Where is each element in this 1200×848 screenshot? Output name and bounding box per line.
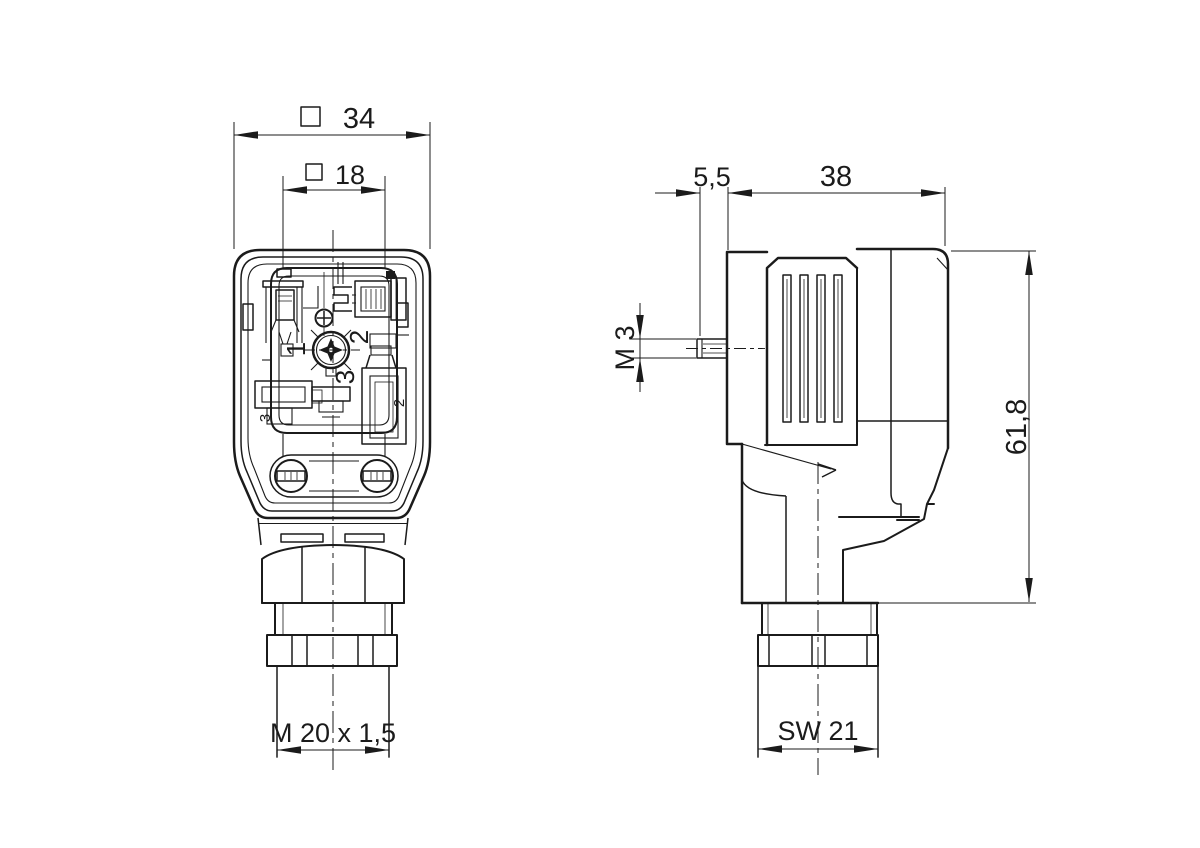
dimension-pin-thread: M 3	[610, 303, 696, 392]
side-ribbed-block	[764, 256, 859, 447]
front-gland-nut	[266, 634, 398, 667]
dimensions: 34 18 M 20 x 1,5 5,5 38	[233, 103, 1036, 758]
front-view: 1 2 3 2 3	[232, 230, 432, 775]
terminal-number-3-small: 3	[257, 414, 274, 422]
terminal-number-2: 2	[344, 330, 374, 344]
fixing-screws	[269, 434, 399, 498]
housing-side-tab-left	[242, 303, 254, 331]
dim-height-value: 61,8	[1001, 399, 1033, 455]
square-symbol-icon	[300, 106, 321, 127]
fixing-screw-left	[274, 459, 308, 493]
collar-slot-left	[280, 533, 324, 543]
side-rear-block	[838, 247, 950, 604]
square-symbol-icon	[305, 163, 323, 181]
dim-pin-protrusion-value: 5,5	[693, 162, 731, 192]
dimension-front-inner: 18	[282, 160, 386, 268]
vent-ribs	[782, 274, 843, 423]
dim-depth-value: 38	[820, 161, 852, 193]
leader-arrow-icon	[817, 463, 837, 478]
dim-pin-thread-value: M 3	[610, 325, 640, 370]
leader-line	[741, 443, 832, 470]
front-gland	[257, 517, 409, 757]
side-flange	[725, 250, 769, 446]
dimension-height: 61,8	[878, 250, 1036, 604]
collar-slot-right	[344, 533, 385, 543]
dim-front-inner-value: 18	[335, 160, 365, 190]
dim-front-outer-value: 34	[343, 103, 375, 135]
dimension-wrench-size: SW 21	[757, 716, 879, 758]
fixing-screw-right	[360, 459, 394, 493]
dimension-depth: 38	[727, 161, 946, 250]
dim-wrench-size-value: SW 21	[777, 716, 858, 746]
terminal-number-2-small: 2	[391, 399, 408, 407]
side-view	[686, 247, 950, 775]
dimension-pin-protrusion: 5,5	[655, 162, 731, 336]
pin-m3	[686, 338, 765, 359]
dimension-gland-thread: M 20 x 1,5	[270, 718, 396, 758]
side-lower-body	[740, 442, 880, 605]
front-housing-outline	[232, 248, 432, 520]
terminal-number-3: 3	[330, 370, 360, 384]
dimension-front-outer: 34	[233, 103, 431, 249]
dim-gland-thread-value: M 20 x 1,5	[270, 718, 396, 748]
terminal-number-1: 1	[281, 342, 311, 356]
terminal-contacts	[254, 262, 409, 445]
